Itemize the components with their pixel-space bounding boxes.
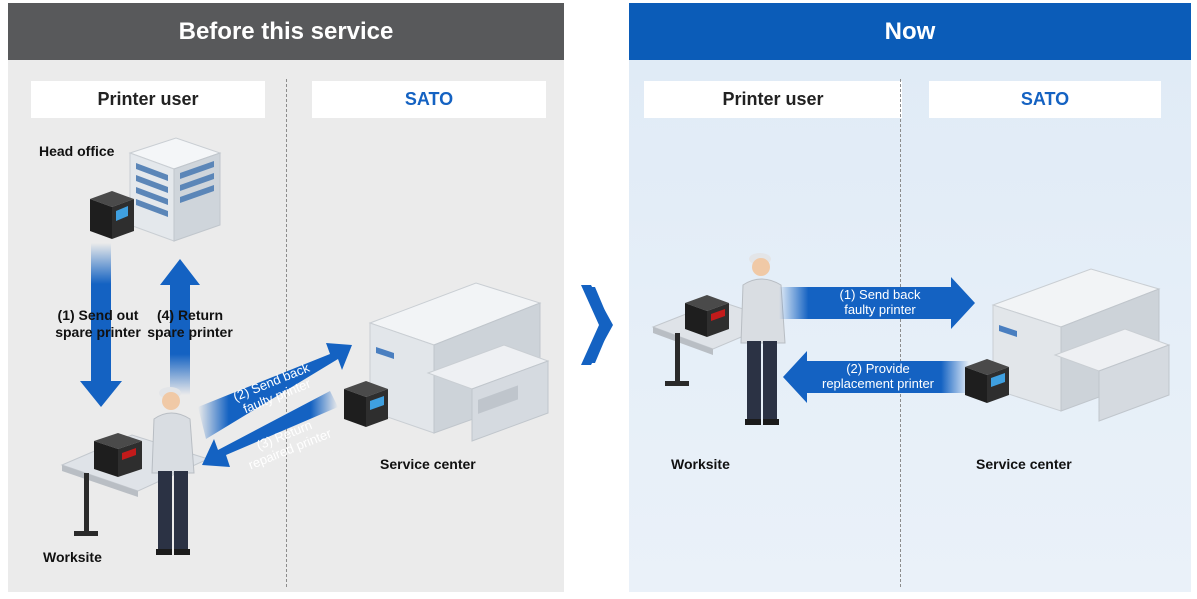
replacement-printer-icon (965, 359, 1009, 403)
label-step-send-back-faulty: (1) Send back faulty printer (839, 287, 921, 317)
worksite-printer-icon (685, 295, 729, 337)
column-label-printer-user: Printer user (31, 81, 265, 118)
panel-now: Now Printer user SATO (629, 3, 1191, 592)
service-center-building-icon (991, 268, 1171, 422)
panel-now-title: Now (629, 3, 1191, 60)
arrow-provide-replacement (783, 351, 969, 403)
arrow-down-send-spare (80, 243, 122, 407)
service-center-printer-icon (344, 381, 388, 427)
worker-icon (151, 387, 195, 555)
label-service-center: Service center (380, 456, 476, 472)
arrow-return-repaired (202, 391, 338, 467)
column-divider (286, 79, 287, 587)
arrow-send-back-faulty (779, 277, 975, 329)
label-head-office: Head office (39, 143, 115, 159)
label-worksite: Worksite (43, 549, 102, 565)
arrow-send-back-faulty (198, 343, 352, 439)
label-step-send-out-spare: (1) Send out spare printer (55, 307, 141, 340)
column-label-printer-user: Printer user (644, 81, 902, 118)
column-label-sato: SATO (929, 81, 1161, 118)
panel-before: Before this service Printer user SATO (8, 3, 564, 592)
label-step-return-spare: (4) Return spare printer (147, 307, 233, 340)
now-illustration (651, 253, 1171, 425)
worker-icon (740, 253, 786, 425)
head-office-building-icon (128, 137, 222, 242)
column-divider (900, 79, 901, 587)
spare-printer-icon (90, 191, 134, 239)
service-center-building-icon (368, 282, 550, 442)
worksite-printer-icon (94, 433, 142, 477)
arrow-up-return-spare (160, 259, 200, 395)
label-worksite: Worksite (671, 456, 730, 472)
label-step-provide-replacement: (2) Provide replacement printer (822, 361, 934, 391)
before-illustration (60, 137, 550, 555)
column-label-sato: SATO (312, 81, 546, 118)
label-service-center: Service center (976, 456, 1072, 472)
panel-before-title: Before this service (8, 3, 564, 60)
transition-chevron-icon (581, 285, 613, 365)
